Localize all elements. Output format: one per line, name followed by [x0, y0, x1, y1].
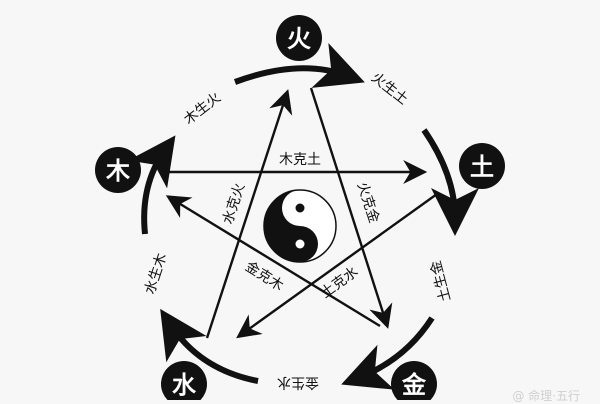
element-earth: 土	[459, 143, 505, 189]
label-wood-generates-fire: 木生火	[181, 90, 224, 128]
label-earth-generates-metal: 土生金	[428, 259, 454, 304]
arrow-water-to-wood	[160, 308, 259, 384]
element-water: 水	[161, 361, 207, 400]
line-water-controls-fire	[205, 89, 293, 339]
label-wood-controls-earth: 木克土	[279, 152, 321, 168]
watermark: @ 命理·五行	[512, 389, 580, 403]
label-fire-controls-metal: 火克金	[354, 180, 382, 225]
line-fire-controls-metal	[309, 87, 393, 329]
element-metal: 金	[391, 361, 437, 400]
generating-cycle-arrows	[128, 43, 479, 390]
label-fire-generates-earth: 火生土	[368, 70, 411, 108]
element-earth-label: 土	[470, 153, 494, 181]
element-fire: 火	[276, 15, 322, 61]
element-fire-label: 火	[287, 25, 311, 53]
arrow-wood-to-fire	[128, 135, 176, 235]
label-metal-generates-water: 金生水	[277, 374, 319, 390]
label-water-controls-fire: 水克火	[220, 181, 248, 226]
arrow-earth-to-metal	[421, 128, 479, 236]
line-earth-controls-water	[236, 193, 438, 339]
element-metal-label: 金	[401, 371, 427, 399]
arrow-metal-to-water	[341, 316, 435, 390]
yin-yang-icon	[263, 189, 337, 263]
element-water-label: 水	[172, 371, 197, 399]
label-earth-controls-water: 土克水	[318, 264, 361, 302]
label-water-generates-wood: 水生木	[142, 251, 170, 296]
element-wood: 木	[95, 147, 141, 193]
arrow-fire-to-earth	[233, 43, 365, 88]
controlling-cycle-star	[165, 87, 438, 339]
line-metal-controls-wood	[165, 195, 381, 328]
element-wood-label: 木	[105, 157, 131, 185]
